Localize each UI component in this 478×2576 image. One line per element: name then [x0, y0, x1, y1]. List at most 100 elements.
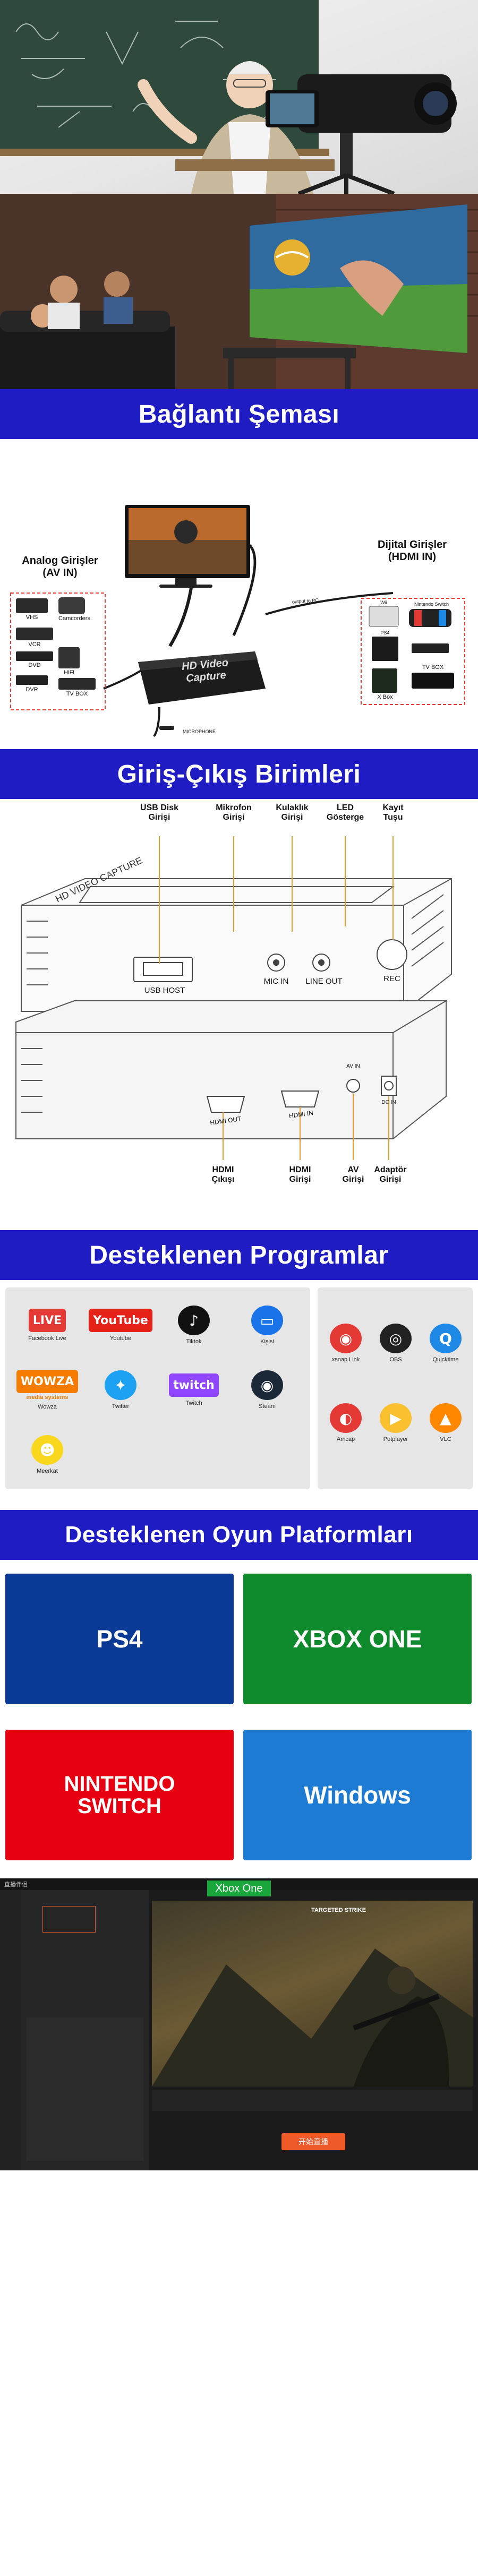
device-switch-label: Nintendo Switch — [414, 602, 449, 607]
program-caption: VLC — [440, 1436, 451, 1442]
program-caption: Facebook Live — [28, 1335, 66, 1342]
connection-diagram-drawing — [10, 505, 465, 737]
port-usb-text: USB HOST — [144, 986, 185, 995]
program-vlc: ▲ VLC — [421, 1383, 471, 1463]
scene-list-panel — [21, 1890, 149, 2170]
device-dvr-label: DVR — [25, 686, 38, 693]
teacher-camera-photo — [0, 0, 478, 194]
program-caption: Twitch — [185, 1400, 202, 1406]
platform-ps4: PS4 — [5, 1574, 234, 1704]
label-microphone: Mikrofon Girişi — [216, 803, 252, 822]
program-logo-icon: Q — [430, 1324, 462, 1353]
device-ps4-label: PS4 — [380, 630, 390, 636]
label-hdmi-in: HDMI Girişi — [289, 1165, 311, 1184]
game-preview-illustration — [152, 1948, 473, 2086]
program-logo-icon: ◉ — [251, 1370, 283, 1400]
program-ki-isi: ▭Kişisi — [231, 1293, 304, 1358]
device-xbox-label: X Box — [377, 694, 393, 700]
program-obs: ◎OBS — [371, 1303, 421, 1383]
program-caption: Tiktok — [186, 1338, 202, 1345]
program-logo-icon: ☻ — [31, 1435, 63, 1465]
connection-diagram-title: Bağlantı Şeması — [138, 400, 340, 428]
program-logo-icon: ✦ — [105, 1370, 136, 1400]
programs-banner: Desteklenen Programlar — [0, 1230, 478, 1280]
label-hdmi-out: HDMI Çıkışı — [211, 1165, 235, 1184]
device-wii-label: Wii — [380, 600, 387, 605]
io-units-banner: Giriş-Çıkış Birimleri — [0, 749, 478, 799]
living-room-photo — [0, 194, 478, 389]
program-steam: ◉ Steam — [231, 1358, 304, 1422]
program-logo-icon: LIVE — [28, 1309, 66, 1332]
platform-label: PS4 — [96, 1625, 143, 1653]
program-logo-icon: WOWZA — [16, 1370, 79, 1393]
scene-item[interactable] — [42, 1906, 96, 1933]
start-stream-label: 开始直播 — [298, 2138, 328, 2146]
device-vcr-label: VCR — [28, 641, 41, 648]
wowza-subtitle: media systems — [26, 1394, 69, 1401]
device-vhs-label: VHS — [25, 614, 38, 621]
teacher-photo-illustration — [0, 0, 457, 194]
source-window-title: Xbox One — [215, 1882, 263, 1894]
device-tvbox-digital-label: TV BOX — [422, 664, 444, 671]
app-name: 直播伴侣 — [4, 1881, 28, 1888]
program-potplayer: ▶ Potplayer — [371, 1383, 421, 1463]
program-caption: Potplayer — [383, 1436, 408, 1442]
source-window-tab[interactable]: Xbox One — [207, 1881, 271, 1896]
port-line-out-text: LINE OUT — [305, 977, 343, 986]
platforms-title: Desteklenen Oyun Platformları — [65, 1522, 413, 1548]
program-logo-icon: ▭ — [251, 1306, 283, 1335]
program-logo-icon: YouTube — [89, 1309, 152, 1332]
port-mic-text: MIC IN — [263, 977, 289, 986]
label-led: LED Gösterge — [326, 803, 364, 822]
program-caption: Wowza — [38, 1404, 57, 1410]
label-headphone: Kulaklık Girişi — [276, 803, 309, 822]
program-logo-icon: ◉ — [330, 1324, 362, 1353]
connection-diagram: Analog Girişler (AV IN) Dijital Girişler… — [0, 439, 478, 749]
program-caption: Amcap — [336, 1436, 355, 1442]
program-caption: xsnap Link — [331, 1356, 360, 1363]
program-caption: Steam — [259, 1403, 276, 1410]
platform-xbox-one: XBOX ONE — [243, 1574, 472, 1704]
port-av-in-text: AV IN — [346, 1063, 360, 1069]
game-overlay-text: TARGETED STRIKE — [311, 1907, 366, 1913]
label-record-button: Kayıt Tuşu — [382, 803, 404, 822]
program-caption: Quicktime — [432, 1356, 459, 1363]
start-stream-button[interactable]: 开始直播 — [281, 2133, 345, 2150]
capture-device-drawing: HD VIDEO CAPTURE — [15, 836, 452, 1160]
software-sidebar — [0, 1890, 21, 2170]
preview-area: TARGETED STRIKE — [152, 1901, 473, 2086]
program-logo-icon: ▶ — [380, 1403, 412, 1433]
device-tvbox-analog-label: TV BOX — [66, 691, 88, 697]
program-meerkat: ☻Meerkat — [11, 1422, 84, 1487]
io-units-title: Giriş-Çıkış Birimleri — [117, 760, 361, 788]
program-xsnap-link: ◉ xsnap Link — [321, 1303, 371, 1383]
program-twitter: ✦ Twitter — [84, 1358, 157, 1422]
program-logo-icon: ◐ — [330, 1403, 362, 1433]
label-av-in: AV Girişi — [342, 1165, 364, 1184]
living-room-illustration — [0, 194, 478, 389]
microphone-label: MICROPHONE — [182, 729, 216, 734]
label-adapter: Adaptör Girişi — [374, 1165, 407, 1184]
platform-windows: Windows — [243, 1730, 472, 1860]
program-tiktok: ♪Tiktok — [157, 1293, 231, 1358]
program-logo-icon: ◎ — [380, 1324, 412, 1353]
program-quicktime: Q Quicktime — [421, 1303, 471, 1383]
program-caption: Twitter — [112, 1403, 130, 1410]
programs-title: Desteklenen Programlar — [89, 1241, 389, 1269]
device-dvd-label: DVD — [28, 662, 41, 668]
program-logo-icon: ▲ — [430, 1403, 462, 1433]
program-amcap: ◐ Amcap — [321, 1383, 371, 1463]
device-hifi-label: HiFi — [64, 669, 74, 676]
programs-right-panel: ◉ xsnap Link ◎OBS Q Quicktime ◐ Amcap ▶ Potplaye… — [318, 1287, 473, 1489]
digital-inputs-title: Dijital Girişler (HDMI IN) — [377, 539, 447, 563]
platforms-banner: Desteklenen Oyun Platformları — [0, 1510, 478, 1560]
streaming-software-screenshot: 直播伴侣 Xbox One TARGETED STRIKE 开始直播 — [0, 1878, 478, 2170]
program-caption: Youtube — [110, 1335, 131, 1342]
label-usb-disk: USB Disk Girişi — [140, 803, 179, 822]
